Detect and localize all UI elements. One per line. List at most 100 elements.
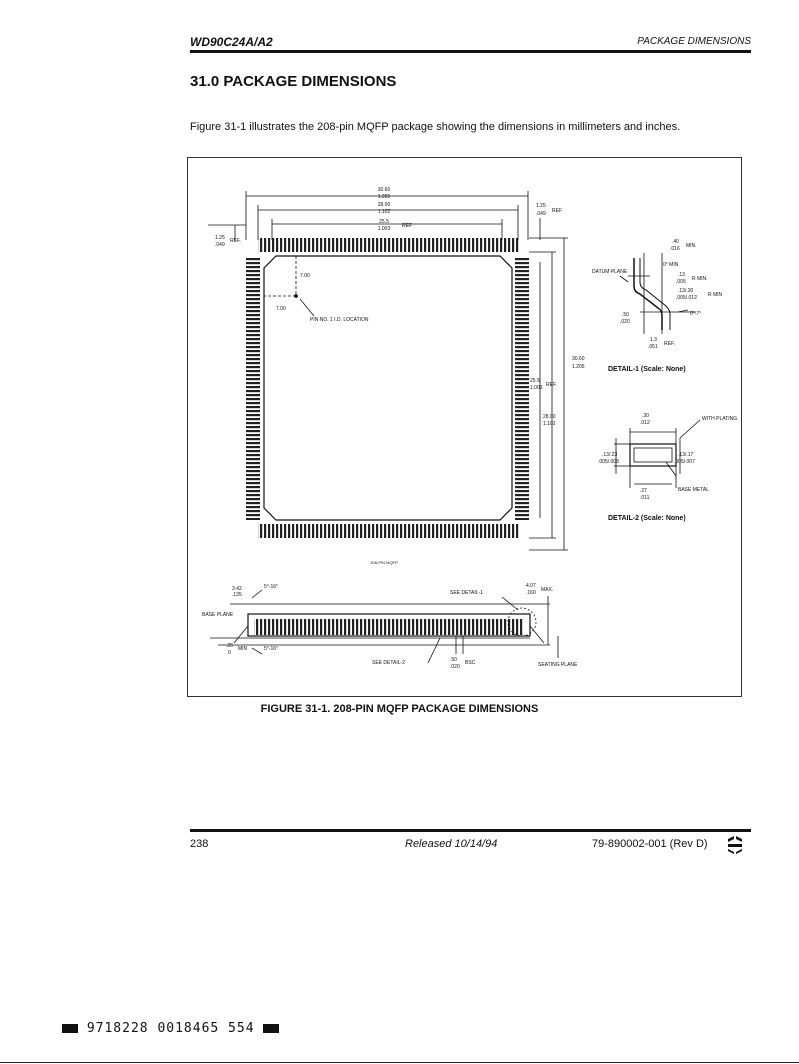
dim-ref-left: REF. <box>230 238 241 244</box>
dim-1-003: 1.003 <box>378 226 391 232</box>
d2-dim-13-23: .13/.23 <box>602 452 618 458</box>
dim-1-205: 1.205 <box>378 194 391 200</box>
right-dim-1-205: 1.205 <box>572 364 585 370</box>
right-pin-column <box>515 258 529 520</box>
d1-dim-50: .50 <box>622 312 629 318</box>
d1-angle-0-min: 0° MIN <box>663 262 679 268</box>
top-view <box>208 191 568 551</box>
dim-020: .020 <box>450 664 460 670</box>
detail-2-title: DETAIL-2 (Scale: None) <box>608 515 686 522</box>
detail-2-base-metal <box>633 447 673 463</box>
d1-dim-40: .40 <box>672 239 679 245</box>
right-dim-28-00: 28.00 <box>543 414 556 420</box>
left-pin-column <box>246 258 260 520</box>
angle-top: 5°-16° <box>264 584 278 590</box>
see-detail-1: SEE DETAIL-1 <box>450 590 483 596</box>
detail-2-plating-leader <box>679 419 701 439</box>
dim-ref-right: REF <box>552 208 562 214</box>
pin1-leader <box>299 298 315 317</box>
d2-dim-005-009: .005/.009 <box>598 459 619 465</box>
d2-dim-13-17: .13/.17 <box>678 452 694 458</box>
dim-25: .25 <box>226 643 233 649</box>
pin1-label: PIN NO. 1 I.D. LOCATION <box>310 317 369 323</box>
detail-1-title: DETAIL-1 (Scale: None) <box>608 366 686 373</box>
figure-caption: FIGURE 31-1. 208-PIN MQFP PACKAGE DIMENS… <box>260 703 539 715</box>
top-pin-row <box>258 238 520 252</box>
right-dim-1-003: 1.003 <box>530 385 543 391</box>
detail-2-lead <box>629 443 677 467</box>
barcode-text: 9718228 0018465 554 <box>86 1021 255 1036</box>
d2-dim-30: .30 <box>642 413 649 419</box>
dim-50: .50 <box>450 657 457 663</box>
side-view <box>210 589 559 664</box>
detail-1-drawing <box>619 253 696 334</box>
dim-ref: REF <box>402 223 412 229</box>
dim-0: 0 <box>228 650 231 656</box>
d1-dim-1-3: 1.3 <box>650 337 657 343</box>
intro-paragraph: Figure 31-1 illustrates the 208-pin MQFP… <box>190 121 681 133</box>
page-bottom-edge <box>0 1062 799 1063</box>
dim-1-25-left: 1.25 <box>215 235 225 241</box>
d1-dim-005-012: .005/.012 <box>676 295 697 301</box>
detail-1-circle <box>507 607 537 637</box>
right-dim-30-60: 30.60 <box>572 356 585 362</box>
d1-datum-plane: DATUM PLANE <box>592 269 628 275</box>
base-plane-label: BASE PLANE <box>202 612 234 618</box>
detail-1-datum-leader <box>619 275 629 283</box>
dim-25-5: 25.5 <box>379 219 389 225</box>
angle-bottom: 5°-16° <box>264 646 278 652</box>
dim-3-42: 3.42 <box>232 586 242 592</box>
d1-r-min-2: R MIN <box>708 292 723 298</box>
package-name-label: 208-PIN MQFP <box>370 560 398 565</box>
detail-1-angle <box>677 309 689 313</box>
dim-7-00-horizontal: 7.00 <box>276 306 286 312</box>
d1-dim-051: .051 <box>648 344 658 350</box>
d1-ref: REF. <box>664 341 675 347</box>
d2-dim-012: .012 <box>640 420 650 426</box>
dim-7-00-vertical: 7.00 <box>300 273 310 279</box>
right-dim-25-5: 25.5 <box>530 378 540 384</box>
dim-30-60: 30.60 <box>378 187 391 193</box>
right-dim-1-102: 1.102 <box>543 421 556 427</box>
d1-dim-005: .005 <box>676 279 686 285</box>
dim-049-right: .049 <box>536 211 546 217</box>
company-logo-icon <box>728 836 742 854</box>
detail-2-base-leader <box>665 461 677 477</box>
max-label: MAX. <box>541 587 553 593</box>
dim-160: .160 <box>526 590 536 596</box>
d1-dim-020: .020 <box>620 319 630 325</box>
detail-1-leader <box>501 596 519 611</box>
lead-right <box>529 625 545 644</box>
d2-base-metal: BASE METAL <box>678 487 709 493</box>
header-document-id: WD90C24A/A2 <box>190 35 273 49</box>
angle-top-leader <box>251 589 263 599</box>
see-detail-2: SEE DETAIL-2 <box>372 660 405 666</box>
page-number: 238 <box>190 838 209 850</box>
release-date: Released 10/14/94 <box>405 838 498 850</box>
bsc-label: BSC <box>465 660 476 666</box>
barcode-block-right <box>263 1024 280 1033</box>
pin1-dashed-lines <box>264 256 297 297</box>
detail-2-leader <box>427 637 441 664</box>
bottom-pin-row <box>258 524 520 538</box>
section-title: 31.0 PACKAGE DIMENSIONS <box>190 73 397 90</box>
barcode-block-left <box>62 1024 78 1033</box>
d1-dim-13: .13 <box>678 272 685 278</box>
seating-plane-label: SEATING PLANE <box>538 662 578 668</box>
header-rule <box>190 50 751 53</box>
detail-1-lead <box>633 258 663 330</box>
d1-angle-0-7: 0°-7° <box>690 311 701 317</box>
side-pins <box>254 619 524 635</box>
d1-dim-016: .016 <box>670 246 680 252</box>
d2-dim-005-007: .005/.007 <box>674 459 695 465</box>
footer-rule <box>190 829 751 832</box>
d2-dim-011: .011 <box>640 495 650 501</box>
package-drawing: 30.60 1.205 28.00 1.102 25.5 1.003 REF 1… <box>202 187 737 670</box>
dim-135: .135 <box>232 592 242 598</box>
min-label: MIN <box>238 646 248 652</box>
d1-dim-13-30: .13/.30 <box>678 288 694 294</box>
d1-min: MIN. <box>686 243 697 249</box>
dim-28-00: 28.00 <box>378 202 391 208</box>
d2-dim-27: .27 <box>640 488 647 494</box>
figure-frame: 30.60 1.205 28.00 1.102 25.5 1.003 REF 1… <box>187 157 742 697</box>
